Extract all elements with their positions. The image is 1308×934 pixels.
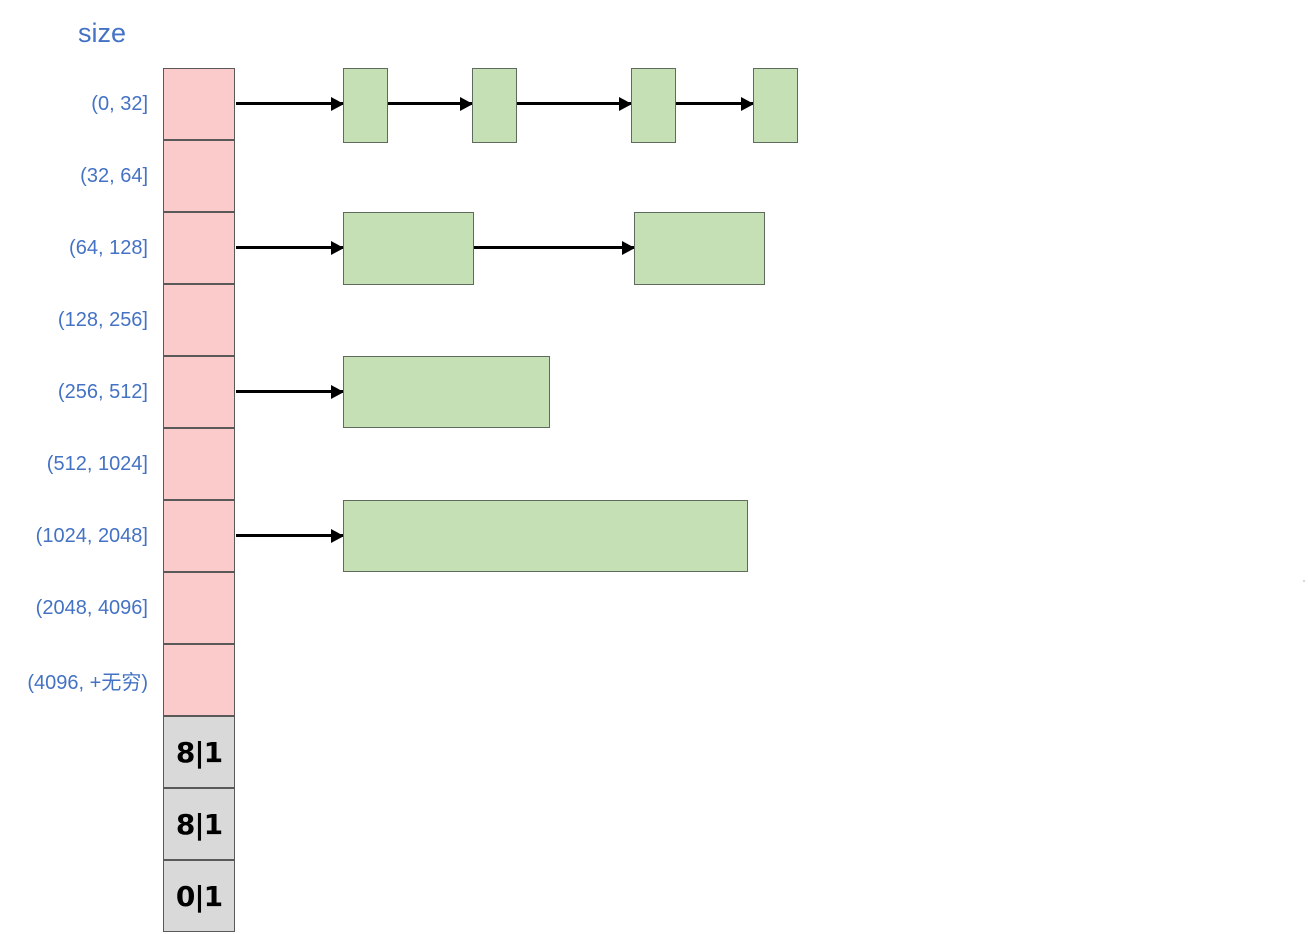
free-block-row2-1[interactable] bbox=[634, 212, 765, 285]
bucket-label-0: (0, 32] bbox=[91, 92, 148, 115]
arrow-row2-block0-to-block1 bbox=[474, 246, 634, 249]
page-title: size bbox=[78, 18, 127, 48]
bucket-cell-7[interactable] bbox=[163, 572, 235, 644]
footer-cell-0[interactable]: 8|1 bbox=[163, 716, 235, 788]
bucket-label-2: (64, 128] bbox=[69, 236, 148, 259]
bucket-label-4: (256, 512] bbox=[57, 380, 148, 403]
footer-cell-0-text: 8|1 bbox=[175, 735, 223, 769]
bucket-cell-3[interactable] bbox=[163, 284, 235, 356]
free-block-row2-0[interactable] bbox=[343, 212, 474, 285]
arrow-bucket-2-to-block-0 bbox=[236, 246, 343, 249]
bucket-label-3: (128, 256] bbox=[57, 308, 148, 331]
bucket-cell-4[interactable] bbox=[163, 356, 235, 428]
arrow-row0-block1-to-block2 bbox=[517, 102, 631, 105]
arrow-bucket-6-to-block-0 bbox=[236, 534, 343, 537]
free-block-row0-0[interactable] bbox=[343, 68, 388, 143]
free-block-row0-2[interactable] bbox=[631, 68, 676, 143]
arrow-bucket-4-to-block-0 bbox=[236, 390, 343, 393]
arrow-row0-block2-to-block3 bbox=[676, 102, 753, 105]
bucket-label-7: (2048, 4096] bbox=[35, 596, 148, 619]
bucket-label-1: (32, 64] bbox=[80, 164, 148, 187]
arrow-row0-block0-to-block1 bbox=[388, 102, 472, 105]
footer-cell-2-text: 0|1 bbox=[175, 879, 223, 913]
free-block-row0-1[interactable] bbox=[472, 68, 517, 143]
bucket-cell-6[interactable] bbox=[163, 500, 235, 572]
bucket-cell-8[interactable] bbox=[163, 644, 235, 716]
page-artifact-dot bbox=[1303, 580, 1305, 582]
free-block-row6-0[interactable] bbox=[343, 500, 748, 572]
footer-cell-2[interactable]: 0|1 bbox=[163, 860, 235, 932]
bucket-cell-1[interactable] bbox=[163, 140, 235, 212]
bucket-label-6: (1024, 2048] bbox=[35, 524, 148, 547]
footer-cell-1-text: 8|1 bbox=[175, 807, 223, 841]
free-block-row0-3[interactable] bbox=[753, 68, 798, 143]
arrow-bucket-0-to-block-0 bbox=[236, 102, 343, 105]
footer-cell-1[interactable]: 8|1 bbox=[163, 788, 235, 860]
bucket-label-8: (4096, +无穷) bbox=[27, 671, 148, 694]
bucket-label-5: (512, 1024] bbox=[46, 452, 148, 475]
bucket-cell-5[interactable] bbox=[163, 428, 235, 500]
free-block-row4-0[interactable] bbox=[343, 356, 550, 428]
bucket-cell-2[interactable] bbox=[163, 212, 235, 284]
bucket-cell-0[interactable] bbox=[163, 68, 235, 140]
